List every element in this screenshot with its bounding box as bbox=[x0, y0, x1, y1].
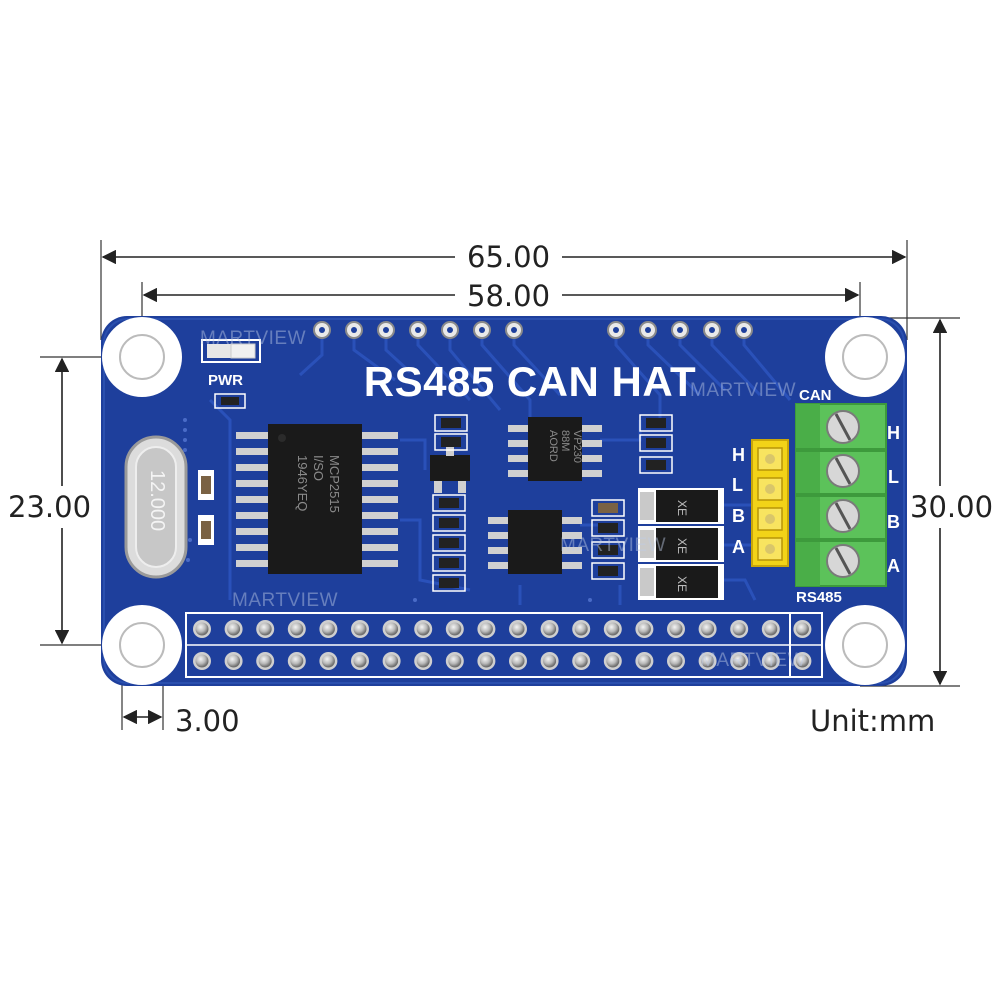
crystal-label: 12.000 bbox=[146, 470, 168, 531]
terminal-label-h: H bbox=[887, 423, 900, 443]
gpio-pin bbox=[385, 622, 399, 636]
gpio-pin bbox=[258, 654, 272, 668]
gpio-pin bbox=[606, 654, 620, 668]
gpio-pin bbox=[511, 622, 525, 636]
watermark-4: MARTVIEW bbox=[560, 535, 667, 556]
rs485-label: RS485 bbox=[796, 589, 842, 606]
terminal-label-b: B bbox=[887, 512, 900, 532]
pwr-led bbox=[201, 339, 261, 409]
green-terminal-block bbox=[795, 403, 887, 587]
gpio-pin bbox=[732, 654, 746, 668]
resistors-left bbox=[432, 414, 468, 592]
gpio-pin bbox=[795, 622, 809, 636]
gpio-pin bbox=[195, 622, 209, 636]
gpio-pin bbox=[290, 622, 304, 636]
transistor bbox=[430, 442, 470, 493]
vp230-line-1: VP230 bbox=[571, 430, 583, 463]
gpio-pin bbox=[543, 622, 557, 636]
gpio-pin bbox=[669, 622, 683, 636]
header-pin-label-l: L bbox=[732, 475, 743, 495]
gpio-pin bbox=[321, 622, 335, 636]
tvs-label-1: XE bbox=[675, 500, 689, 516]
gpio-pin bbox=[353, 654, 367, 668]
hole-spacing-x-label: 58.00 bbox=[455, 279, 563, 313]
header-pin-label-h: H bbox=[732, 445, 745, 465]
crystal bbox=[124, 435, 214, 579]
gpio-pin bbox=[448, 622, 462, 636]
mcp2515-line-1: MCP2515 bbox=[327, 455, 342, 513]
overall-width-label: 65.00 bbox=[455, 240, 563, 274]
terminal-label-a: A bbox=[887, 556, 900, 576]
gpio-pin bbox=[290, 654, 304, 668]
vp230-line-3: AORD bbox=[547, 430, 559, 462]
gpio-pin bbox=[195, 654, 209, 668]
gpio-pin bbox=[385, 654, 399, 668]
tvs-diodes bbox=[638, 488, 724, 600]
gpio-pin bbox=[669, 654, 683, 668]
gpio-pin bbox=[353, 622, 367, 636]
gpio-pin bbox=[701, 622, 715, 636]
gpio-pin bbox=[732, 622, 746, 636]
gpio-pin bbox=[448, 654, 462, 668]
gpio-pin bbox=[543, 654, 557, 668]
gpio-pin bbox=[227, 622, 241, 636]
board-title: RS485 CAN HAT bbox=[363, 358, 697, 405]
gpio-pin bbox=[764, 622, 778, 636]
gpio-pin bbox=[637, 622, 651, 636]
unit-label: Unit:mm bbox=[810, 704, 936, 738]
terminal-label-l: L bbox=[888, 467, 899, 487]
mcp2515-chip bbox=[236, 424, 398, 574]
gpio-pin bbox=[795, 654, 809, 668]
gpio-pin bbox=[416, 654, 430, 668]
overall-height-label: 30.00 bbox=[910, 486, 994, 528]
gpio-pins bbox=[193, 620, 812, 670]
gpio-pin bbox=[479, 654, 493, 668]
mcp2515-line-3: 1946YEQ bbox=[295, 455, 310, 511]
gpio-pin bbox=[574, 622, 588, 636]
gpio-pin bbox=[764, 654, 778, 668]
watermark-5: MARTVIEW bbox=[700, 650, 807, 671]
yellow-pin-header bbox=[751, 439, 789, 567]
chip-markings: MCP2515 I/SO 1946YEQ VP230 88M AORD 12.0… bbox=[146, 430, 689, 592]
gpio-pin bbox=[511, 654, 525, 668]
gpio-pin bbox=[321, 654, 335, 668]
hole-offset-label: 3.00 bbox=[175, 704, 240, 738]
resistors-right-top bbox=[639, 414, 673, 474]
watermark-3: MARTVIEW bbox=[232, 590, 339, 611]
gpio-pin bbox=[606, 622, 620, 636]
tvs-label-2: XE bbox=[675, 538, 689, 554]
header-pin-label-a: A bbox=[732, 537, 745, 557]
gpio-pin bbox=[479, 622, 493, 636]
gpio-pin bbox=[701, 654, 715, 668]
vp230-line-2: 88M bbox=[559, 430, 571, 451]
mounting-holes bbox=[102, 317, 905, 685]
hole-spacing-y-label: 23.00 bbox=[8, 486, 92, 528]
header-pin-label-b: B bbox=[732, 506, 745, 526]
watermark-1: MARTVIEW bbox=[200, 328, 307, 349]
pwr-label: PWR bbox=[208, 372, 243, 389]
rs485-transceiver-chip bbox=[488, 510, 582, 574]
gpio-pin bbox=[416, 622, 430, 636]
gpio-pin bbox=[227, 654, 241, 668]
silkscreen-dots bbox=[183, 418, 592, 602]
gpio-pin bbox=[258, 622, 272, 636]
resistors-right-bottom bbox=[591, 499, 625, 580]
mcp2515-line-2: I/SO bbox=[311, 455, 326, 481]
watermark-2: MARTVIEW bbox=[690, 380, 797, 401]
can-transceiver-chip bbox=[508, 417, 602, 481]
gpio-pin bbox=[637, 654, 651, 668]
tvs-label-3: XE bbox=[675, 576, 689, 592]
can-label: CAN bbox=[799, 387, 832, 404]
gpio-pin bbox=[574, 654, 588, 668]
